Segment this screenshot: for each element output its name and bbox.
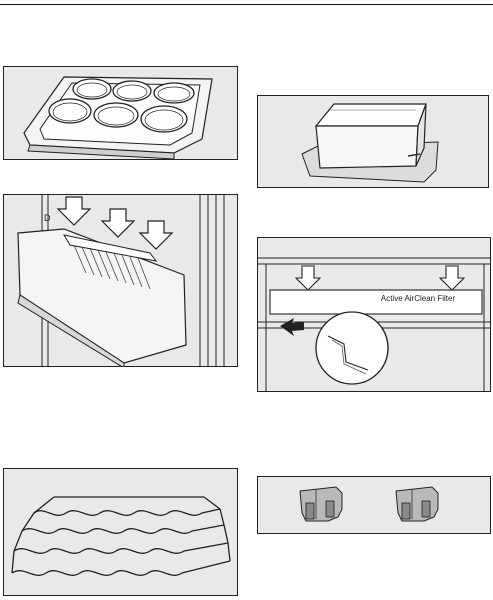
bottle-rack-figure [3,468,238,596]
air-filter-figure: Active AirClean Filter [257,237,491,392]
egg-tray-figure [3,66,238,160]
clips-icon [258,477,491,534]
clips-figure [257,476,491,534]
egg-tray-icon [4,67,238,160]
top-rule [0,4,493,5]
storage-box-figure [257,95,489,188]
active-air-filter-icon [258,238,491,392]
bottle-rack-icon [4,469,238,596]
filter-label: Active AirClean Filter [358,294,478,304]
shelf-cover-figure: D [3,194,238,367]
svg-text:D: D [44,213,51,223]
shelf-cover-icon: D [4,195,238,367]
storage-box-icon [258,96,489,188]
